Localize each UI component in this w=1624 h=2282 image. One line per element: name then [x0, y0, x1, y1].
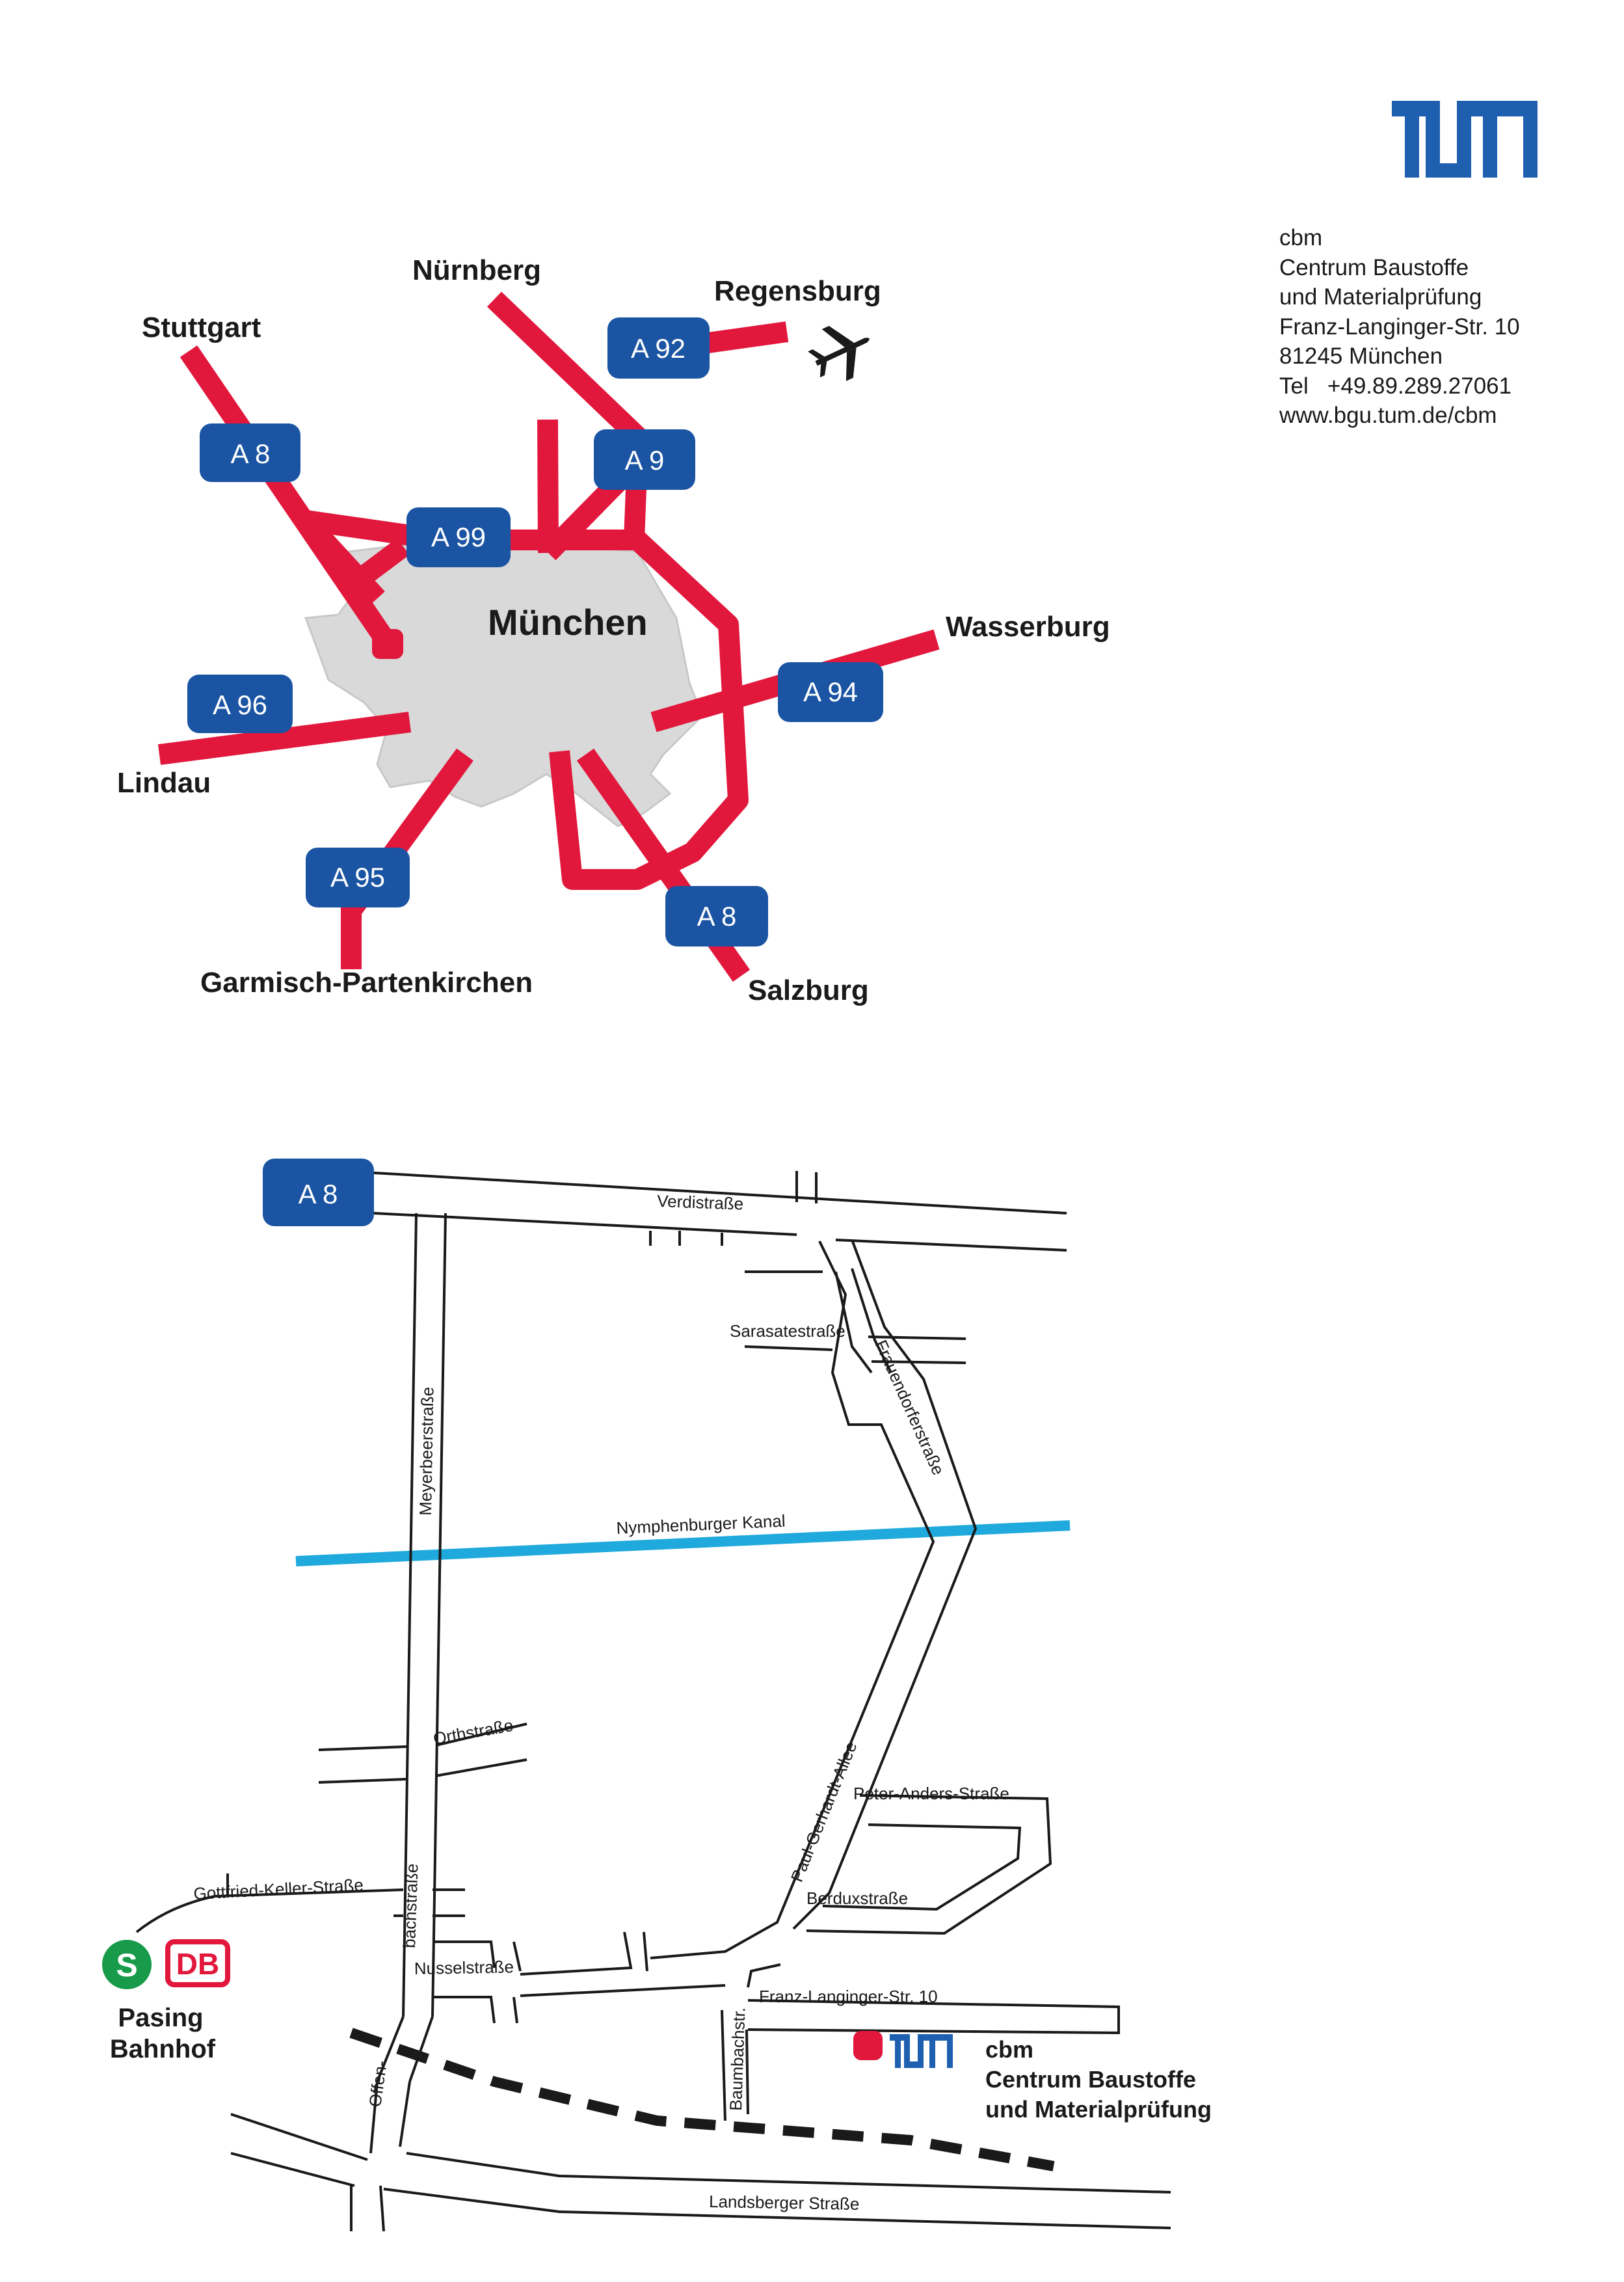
tum-logo-small: [890, 2034, 953, 2068]
destination-label-line3: und Materialprüfung: [985, 2096, 1212, 2123]
destination-label-wasserburg: Wasserburg: [946, 611, 1110, 643]
street-label-baumbach: Baumbachstr.: [726, 2007, 749, 2111]
highway-shield-a99: A 99: [406, 507, 511, 567]
destination-label-line2: Centrum Baustoffe: [985, 2066, 1196, 2093]
address-line: Tel +49.89.289.27061: [1279, 373, 1512, 399]
street-label-landsberger: Landsberger Straße: [709, 2192, 860, 2214]
street-label-frauendorfer: Frauendorferstraße: [872, 1337, 949, 1478]
street-label-berdux: Berduxstraße: [806, 1888, 908, 1908]
airplane-icon: [808, 325, 870, 381]
highway-shield-a8: A 8: [263, 1159, 374, 1226]
street-label-kanal: Nymphenburger Kanal: [616, 1511, 786, 1538]
munich-city-area: [304, 537, 704, 827]
s-bahn-icon: S: [102, 1940, 152, 1989]
shield-label: A 96: [213, 690, 267, 720]
street-label-orth: Orthstraße: [432, 1715, 515, 1749]
street-label-nussel: Nusselstraße: [414, 1957, 514, 1978]
street-label-bach: bachstraße: [399, 1863, 422, 1948]
db-letters: DB: [176, 1947, 219, 1981]
db-logo-icon: DB: [165, 1939, 230, 1987]
shield-label: A 8: [231, 438, 271, 469]
address-line: www.bgu.tum.de/cbm: [1279, 403, 1497, 428]
address-line: Centrum Baustoffe: [1279, 254, 1469, 280]
highway-shield-a94: A 94: [778, 662, 883, 722]
s-bahn-letter: S: [116, 1947, 137, 1983]
street-map: A 8 Verdistraße Sarasatestraße Frauendor…: [102, 1159, 1212, 2232]
shield-label: A 94: [803, 677, 858, 707]
railway-line: [349, 2028, 1055, 2171]
shield-label: A 9: [625, 445, 665, 476]
street-label-meyerbeer: Meyerbeerstraße: [416, 1387, 437, 1516]
highway-shield-a96: A 96: [187, 675, 293, 733]
destination-label-garmisch: Garmisch-Partenkirchen: [200, 967, 533, 999]
tum-logo: [1392, 101, 1537, 178]
destination-label-lindau: Lindau: [117, 767, 211, 799]
shield-label: A 92: [631, 333, 686, 364]
destination-label-regensburg: Regensburg: [714, 275, 881, 307]
shield-label: A 8: [697, 901, 737, 932]
shield-label: A 99: [431, 522, 486, 552]
highway-shield-a95: A 95: [306, 848, 410, 907]
street-label-sarasate: Sarasatestraße: [730, 1321, 845, 1341]
address-block: cbm Centrum Baustoffe und Materialprüfun…: [1279, 223, 1520, 431]
station-label-line2: Bahnhof: [110, 2035, 216, 2063]
highway-shield-a92: A 92: [607, 317, 710, 379]
street-label-peter-anders: Peter-Anders-Straße: [853, 1784, 1009, 1803]
street-label-offen: Offen-: [365, 2060, 391, 2108]
destination-label-stuttgart: Stuttgart: [142, 312, 261, 343]
street-label-paul-gerhardt: Paul-Gerhardt-Allee: [787, 1739, 861, 1885]
destination-label-nuernberg: Nürnberg: [412, 254, 541, 286]
nymphenburger-canal: [295, 1520, 1071, 1566]
highway-shield-a8-se: A 8: [665, 886, 768, 946]
overview-map: A 8 A 92 A 9 A 99 A 96 A 94 A 95 A 8: [117, 254, 1110, 1006]
street-network: [135, 1171, 1171, 2232]
street-label-verdi: Verdistraße: [657, 1191, 744, 1214]
destination-marker: [853, 2031, 883, 2060]
street-label-gottfried-keller: Gottfried-Keller-Straße: [193, 1875, 364, 1903]
address-line: 81245 München: [1279, 343, 1443, 369]
shield-label: A 95: [330, 862, 385, 893]
address-line: Franz-Langinger-Str. 10: [1279, 314, 1520, 340]
city-marker: [372, 629, 403, 659]
street-label-franz-langinger: Franz-Langinger-Str. 10: [759, 1987, 938, 2006]
highway-shield-a9: A 9: [594, 429, 695, 490]
address-line: und Materialprüfung: [1279, 284, 1482, 310]
shield-label: A 8: [299, 1179, 338, 1209]
city-label: München: [488, 602, 648, 643]
address-line: cbm: [1279, 225, 1323, 250]
destination-label-line1: cbm: [985, 2036, 1033, 2063]
destination-label-salzburg: Salzburg: [748, 974, 869, 1006]
station-label-line1: Pasing: [118, 2004, 203, 2032]
highway-shield-a8-nw: A 8: [200, 423, 300, 482]
